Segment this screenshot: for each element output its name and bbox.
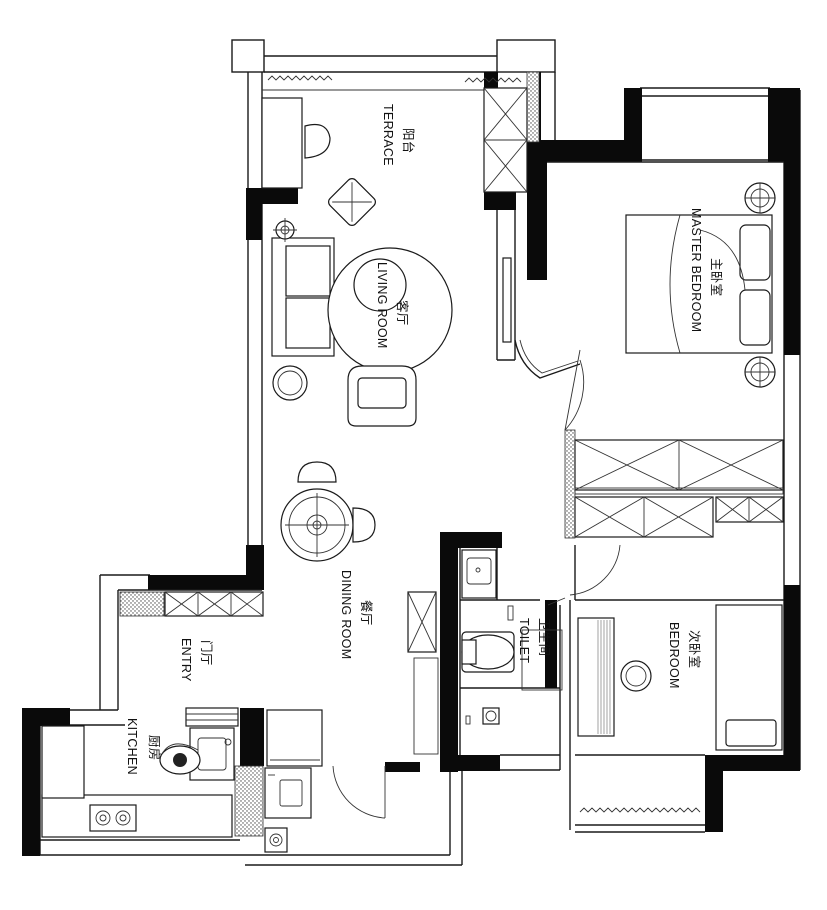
label-master-en: MASTER BEDROOM bbox=[689, 208, 703, 332]
second-bedroom-area bbox=[569, 496, 784, 813]
terrace-chair bbox=[304, 123, 331, 159]
dining-chair bbox=[297, 461, 337, 483]
living-area bbox=[271, 218, 585, 431]
label-entry-en: ENTRY bbox=[179, 638, 193, 682]
floor-lamp-icon bbox=[273, 218, 297, 242]
label-bedroom-cn: 次卧室 bbox=[687, 630, 702, 668]
terrace-cushion bbox=[328, 178, 376, 226]
kitchen-wall-counter bbox=[41, 725, 85, 799]
kitchen-sink bbox=[189, 727, 235, 781]
label-master: 主卧室 MASTER BEDROOM bbox=[689, 208, 724, 332]
dining-table bbox=[280, 488, 354, 562]
label-master-cn: 主卧室 bbox=[709, 258, 724, 296]
wash-basin bbox=[461, 549, 497, 599]
label-terrace: 阳台 TERRACE bbox=[381, 104, 416, 166]
dining-chair bbox=[352, 507, 376, 543]
sofa bbox=[271, 237, 335, 357]
master-door-swing bbox=[564, 359, 585, 431]
fridge bbox=[266, 709, 323, 767]
kitchen-counter bbox=[41, 794, 233, 838]
coffee-table bbox=[353, 258, 407, 312]
terrace-railing bbox=[262, 75, 522, 91]
terrace-desk bbox=[261, 97, 303, 189]
label-living-en: LIVING ROOM bbox=[375, 262, 389, 349]
bedroom-stool bbox=[620, 660, 652, 692]
bedroom-bench bbox=[725, 719, 777, 747]
bedroom-wardrobe bbox=[574, 496, 784, 538]
label-terrace-en: TERRACE bbox=[381, 104, 395, 166]
room-labels: 阳台 TERRACE 客厅 LIVING ROOM 主卧室 MASTER BED… bbox=[125, 104, 724, 775]
washing-machine bbox=[264, 767, 312, 819]
terrace-area bbox=[261, 75, 528, 226]
label-toilet-en: TOILET bbox=[517, 618, 531, 663]
entry-area bbox=[118, 589, 386, 819]
kitchen-top-cabinet bbox=[185, 707, 239, 727]
water-heater bbox=[264, 827, 288, 853]
tv-cabinet bbox=[502, 257, 512, 343]
kitchen-area bbox=[41, 707, 312, 853]
bedroom-shelf bbox=[577, 617, 615, 737]
shoe-cabinet bbox=[164, 591, 264, 617]
label-toilet: 卫生间 TOILET bbox=[517, 618, 551, 663]
label-toilet-cn: 卫生间 bbox=[537, 618, 551, 656]
label-kitchen: 厨房 KITCHEN bbox=[125, 718, 162, 775]
hatched-walls bbox=[234, 71, 576, 837]
dining-area bbox=[280, 461, 376, 562]
person-figure bbox=[159, 743, 201, 775]
label-living: 客厅 LIVING ROOM bbox=[375, 262, 410, 349]
floor-drain-icon bbox=[482, 707, 500, 725]
label-terrace-cn: 阳台 bbox=[401, 128, 416, 154]
master-bedroom-area bbox=[547, 161, 784, 495]
armchair bbox=[347, 365, 417, 427]
master-wardrobe bbox=[574, 439, 784, 495]
toilet-bowl bbox=[461, 631, 515, 673]
label-kitchen-en: KITCHEN bbox=[125, 718, 139, 775]
label-bedroom-en: BEDROOM bbox=[667, 622, 681, 689]
toilet-area bbox=[407, 549, 566, 755]
storage-cabinet bbox=[407, 591, 439, 755]
bedside-lamp-icon bbox=[744, 182, 776, 214]
label-entry-cn: 门厅 bbox=[199, 640, 214, 666]
label-kitchen-cn: 厨房 bbox=[147, 735, 162, 761]
label-bedroom: 次卧室 BEDROOM bbox=[667, 622, 702, 689]
bedside-lamp-icon bbox=[744, 356, 776, 388]
terrace-wardrobe bbox=[483, 87, 528, 193]
gas-stove-icon bbox=[89, 804, 137, 832]
label-living-cn: 客厅 bbox=[395, 300, 410, 326]
label-dining-cn: 餐厅 bbox=[359, 600, 374, 626]
master-bed bbox=[625, 214, 773, 354]
label-dining-en: DINING ROOM bbox=[339, 570, 353, 659]
label-entry: 门厅 ENTRY bbox=[179, 638, 214, 682]
label-dining: 餐厅 DINING ROOM bbox=[339, 570, 374, 659]
bedroom-railing bbox=[579, 807, 701, 813]
bedroom-door-swing bbox=[569, 544, 621, 596]
main-door-swing bbox=[332, 765, 386, 819]
